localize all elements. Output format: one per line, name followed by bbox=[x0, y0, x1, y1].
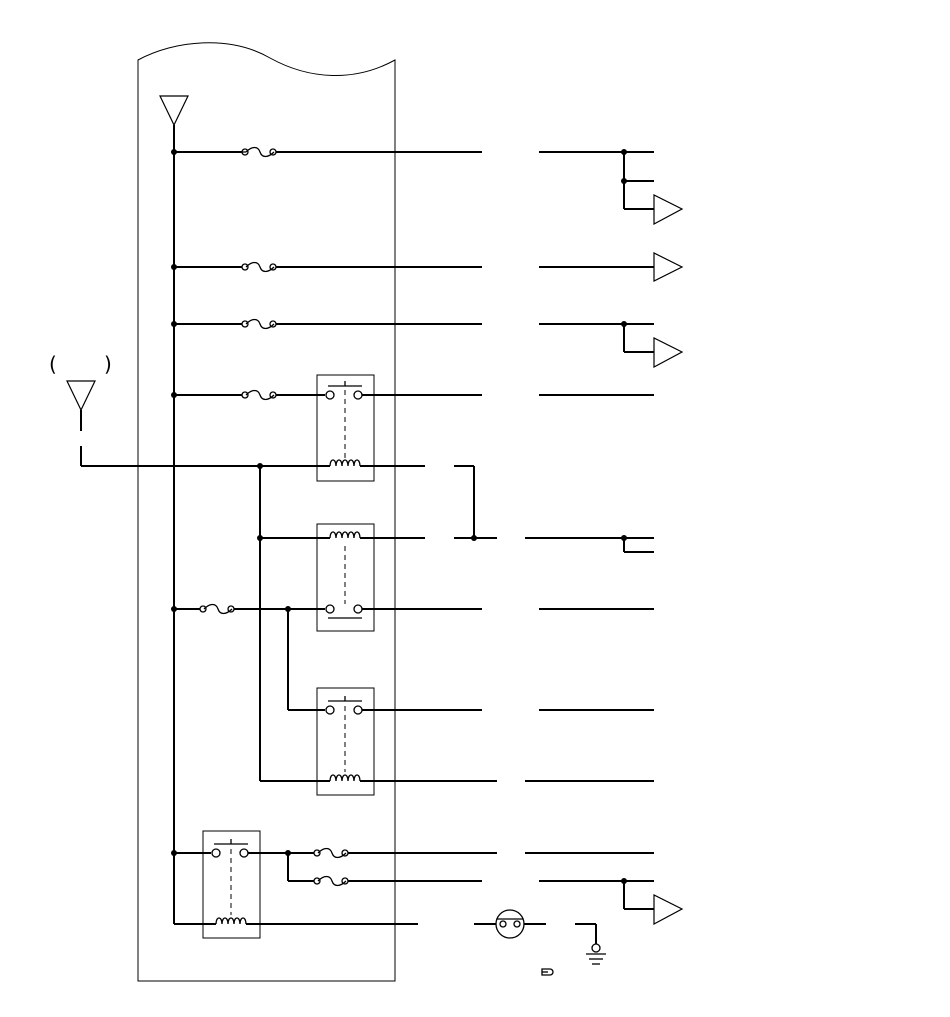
output-3-icon bbox=[653, 337, 684, 369]
output-4-icon bbox=[653, 894, 684, 926]
relay-2-coil-icon bbox=[329, 531, 361, 539]
relay-3-contact-icon bbox=[325, 705, 335, 715]
connector-and-ground bbox=[474, 909, 606, 976]
power-input-main-icon bbox=[159, 95, 189, 127]
circuit-3 bbox=[171, 318, 684, 369]
relay-2 bbox=[171, 523, 654, 710]
fuse-6-icon bbox=[317, 847, 347, 859]
power-input-secondary-icon bbox=[66, 380, 96, 412]
circuit-2 bbox=[171, 252, 684, 282]
relay-3-coil-icon bbox=[329, 774, 361, 782]
fuse-1-icon bbox=[242, 146, 275, 158]
output-1-icon bbox=[653, 194, 684, 226]
secondary-power-line bbox=[80, 446, 475, 781]
junction-box-outline bbox=[137, 42, 396, 982]
relay-3 bbox=[260, 687, 654, 796]
fuse-7-icon bbox=[317, 875, 347, 887]
relay-1 bbox=[171, 374, 654, 482]
fuse-4-icon bbox=[245, 389, 275, 401]
relay-1-coil-icon bbox=[329, 459, 361, 467]
fuse-3-icon bbox=[245, 318, 275, 330]
caption-left-paren: ( bbox=[49, 352, 57, 376]
relay-4-contact-icon bbox=[211, 848, 221, 858]
connector-key-icon bbox=[541, 968, 554, 976]
relay-1-contact-icon bbox=[325, 390, 335, 400]
relay-4-coil-icon bbox=[215, 917, 247, 925]
output-2-icon bbox=[653, 252, 684, 282]
caption-right-paren: ) bbox=[104, 352, 112, 376]
relay-2-contact-icon bbox=[325, 604, 335, 614]
fuse-2-icon bbox=[245, 261, 275, 273]
circuit-1 bbox=[171, 146, 684, 226]
fuse-5-icon bbox=[203, 603, 233, 615]
relay-4 bbox=[171, 830, 684, 939]
